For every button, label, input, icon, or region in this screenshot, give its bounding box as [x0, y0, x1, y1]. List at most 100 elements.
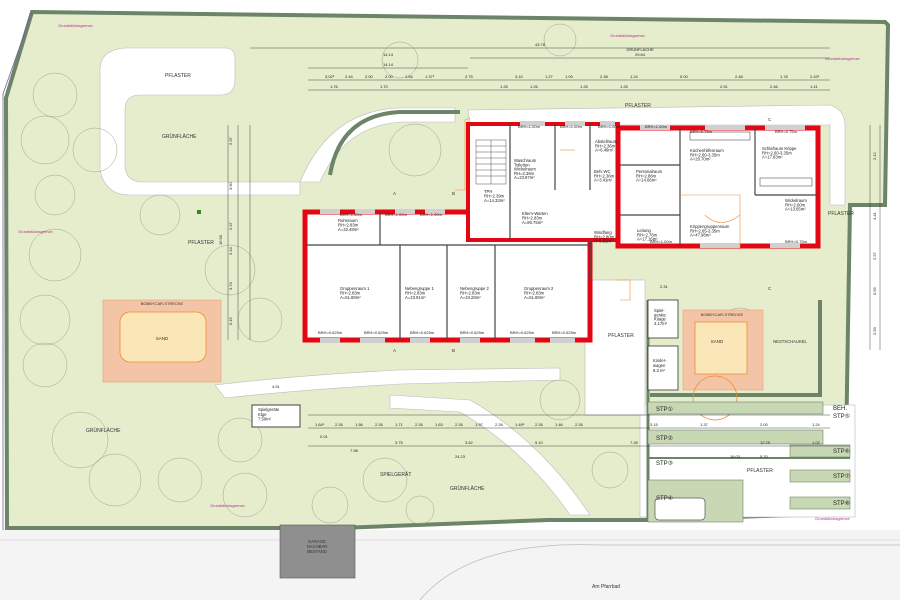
svg-text:3.90: 3.90	[228, 181, 233, 190]
label-pflaster-n: PFLASTER	[625, 103, 651, 109]
svg-text:14.14: 14.14	[383, 52, 394, 57]
svg-text:29.64: 29.64	[635, 52, 646, 57]
svg-text:3.74: 3.74	[228, 281, 233, 290]
svg-text:3.62: 3.62	[465, 440, 474, 445]
kinderwagen-room	[647, 345, 679, 391]
svg-text:2.48: 2.48	[735, 74, 744, 79]
section-marks: A A B B C C	[393, 117, 772, 353]
svg-text:1.37⁵: 1.37⁵	[425, 74, 435, 79]
svg-text:2.26: 2.26	[455, 422, 464, 427]
svg-text:BRH=0.625m: BRH=0.625m	[552, 330, 577, 335]
svg-text:A: A	[393, 348, 396, 353]
marker	[197, 210, 201, 214]
svg-text:3.15: 3.15	[650, 422, 659, 427]
svg-text:2.00: 2.00	[385, 74, 394, 79]
spielgeraete-shed	[251, 404, 301, 428]
svg-text:BRH=0.75m: BRH=0.75m	[690, 129, 713, 134]
svg-text:B: B	[452, 191, 455, 196]
building	[302, 117, 821, 343]
svg-text:7.98: 7.98	[350, 448, 359, 453]
label-pflaster-mid: PFLASTER	[608, 333, 634, 339]
kitchen-counter-2	[759, 177, 813, 187]
svg-text:STP②: STP②	[656, 435, 673, 442]
svg-text:1.78: 1.78	[780, 74, 789, 79]
svg-text:2.00: 2.00	[365, 74, 374, 79]
svg-text:5.10: 5.10	[535, 440, 544, 445]
svg-text:5.15: 5.15	[228, 316, 233, 325]
svg-text:1.71: 1.71	[395, 422, 404, 427]
svg-text:C: C	[768, 117, 772, 122]
svg-text:2.26: 2.26	[415, 422, 424, 427]
svg-text:2.26: 2.26	[575, 422, 584, 427]
sand-right-label: SAND	[711, 339, 724, 344]
svg-text:Grundstücksgrenze: Grundstücksgrenze	[58, 23, 93, 28]
nestschaukel-label: NESTSCHAUKEL	[773, 339, 807, 344]
window-tags: BRH=1.00m BRH=1.00m BRH=1.00m BRH=1.00m …	[318, 124, 808, 335]
site-boundary-thin	[2, 11, 33, 530]
dimension-text: 43.78 GRÜNFLÄCHE 29.64 14.14 14.14 3.02⁵…	[218, 42, 877, 459]
svg-text:GRÜNFLÄCHE: GRÜNFLÄCHE	[626, 47, 654, 52]
svg-text:STP⑤: STP⑤	[833, 413, 850, 420]
svg-text:Grundstücksgrenze: Grundstücksgrenze	[18, 229, 53, 234]
svg-text:2.12: 2.12	[872, 151, 877, 160]
sand-left	[119, 311, 207, 363]
svg-text:4.41: 4.41	[872, 211, 877, 220]
svg-text:BRH=0.625m: BRH=0.625m	[410, 330, 435, 335]
svg-text:3.02⁵: 3.02⁵	[325, 74, 335, 79]
svg-text:2.26: 2.26	[335, 422, 344, 427]
svg-text:1.26: 1.26	[530, 84, 539, 89]
paving-ramp	[389, 394, 591, 516]
label-gruenflaeche-n: GRÜNFLÄCHE	[162, 133, 197, 140]
label-pflaster-nw: PFLASTER	[165, 73, 191, 79]
svg-text:1.24: 1.24	[812, 422, 821, 427]
svg-text:2.31: 2.31	[660, 284, 669, 289]
svg-text:1.24: 1.24	[630, 74, 639, 79]
svg-text:BRH=1.00m: BRH=1.00m	[420, 212, 443, 217]
svg-text:16.90: 16.90	[218, 234, 223, 245]
spielgeraete-inside	[647, 299, 679, 339]
svg-text:STP⑧: STP⑧	[833, 500, 850, 507]
svg-text:2.26: 2.26	[375, 422, 384, 427]
svg-text:2.37: 2.37	[228, 136, 233, 145]
svg-text:STP③: STP③	[656, 460, 673, 467]
svg-text:3.75: 3.75	[395, 440, 404, 445]
svg-text:1.26: 1.26	[580, 84, 589, 89]
sand-right	[694, 321, 748, 375]
svg-text:2.38: 2.38	[600, 74, 609, 79]
east-wing	[615, 125, 821, 249]
svg-text:2.14: 2.14	[228, 246, 233, 255]
svg-text:BRH=1.00m: BRH=1.00m	[340, 212, 363, 217]
svg-text:5.00: 5.00	[680, 74, 689, 79]
play-circle	[692, 375, 738, 421]
svg-text:C: C	[768, 286, 772, 291]
svg-text:BRH=1.00m: BRH=1.00m	[518, 124, 541, 129]
svg-text:2.00: 2.00	[760, 422, 769, 427]
label-pflaster-e: PFLASTER	[828, 211, 854, 217]
svg-text:STP④: STP④	[656, 495, 673, 502]
hedge-north-curve	[328, 110, 460, 176]
svg-text:1.56: 1.56	[355, 422, 364, 427]
svg-text:1.97: 1.97	[475, 422, 484, 427]
svg-text:BRH=1.00m: BRH=1.00m	[560, 124, 583, 129]
svg-text:2.93: 2.93	[872, 326, 877, 335]
svg-text:2.26: 2.26	[535, 422, 544, 427]
